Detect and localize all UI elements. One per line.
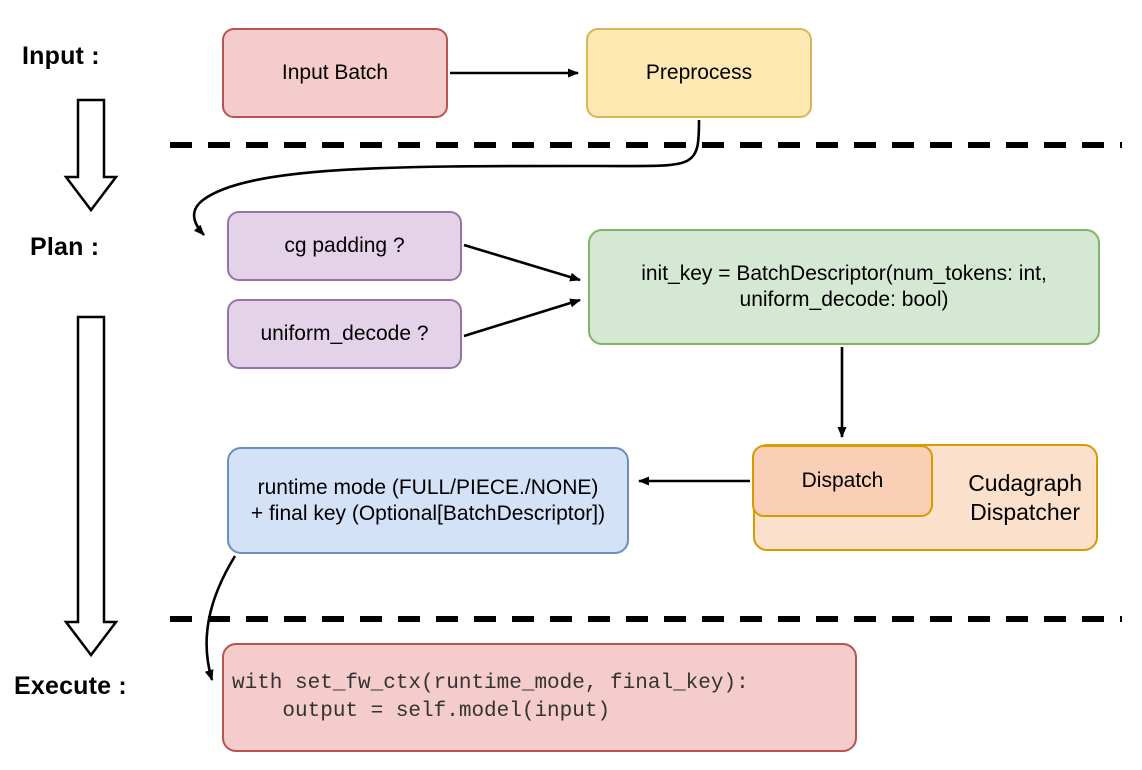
- node-preprocess[interactable]: Preprocess: [586, 28, 812, 118]
- node-init-key[interactable]: init_key = BatchDescriptor(num_tokens: i…: [588, 229, 1100, 345]
- stage-block-arrow-input-to-plan: [63, 98, 119, 213]
- connector-uniform-decode-to-init-key: [463, 298, 581, 338]
- stage-label-input: Input :: [22, 42, 100, 70]
- node-preprocess-label: Preprocess: [645, 61, 753, 85]
- node-uniform-decode[interactable]: uniform_decode ?: [227, 299, 462, 369]
- node-uniform-decode-label: uniform_decode ?: [260, 322, 429, 346]
- node-runtime-mode-label: runtime mode (FULL/PIECE./NONE) + final …: [250, 475, 606, 525]
- node-cg-padding-label: cg padding ?: [284, 234, 405, 258]
- stage-block-arrow-plan-to-execute: [63, 315, 119, 658]
- stage-label-plan: Plan :: [30, 233, 100, 261]
- connector-cg-padding-to-init-key: [463, 243, 581, 282]
- node-init-key-label: init_key = BatchDescriptor(num_tokens: i…: [641, 262, 1047, 311]
- node-execute-code[interactable]: with set_fw_ctx(runtime_mode, final_key)…: [222, 643, 857, 752]
- node-cudagraph-dispatcher-label: Cudagraph Dispatcher: [968, 470, 1082, 525]
- node-input-batch[interactable]: Input Batch: [222, 28, 448, 118]
- stage-label-execute: Execute :: [14, 672, 127, 700]
- node-execute-code-text: with set_fw_ctx(runtime_mode, final_key)…: [232, 672, 749, 723]
- node-cg-padding[interactable]: cg padding ?: [227, 211, 462, 281]
- node-input-batch-label: Input Batch: [281, 61, 389, 85]
- node-dispatch[interactable]: Dispatch: [752, 445, 933, 517]
- node-dispatch-label: Dispatch: [801, 469, 884, 493]
- node-runtime-mode[interactable]: runtime mode (FULL/PIECE./NONE) + final …: [227, 447, 629, 554]
